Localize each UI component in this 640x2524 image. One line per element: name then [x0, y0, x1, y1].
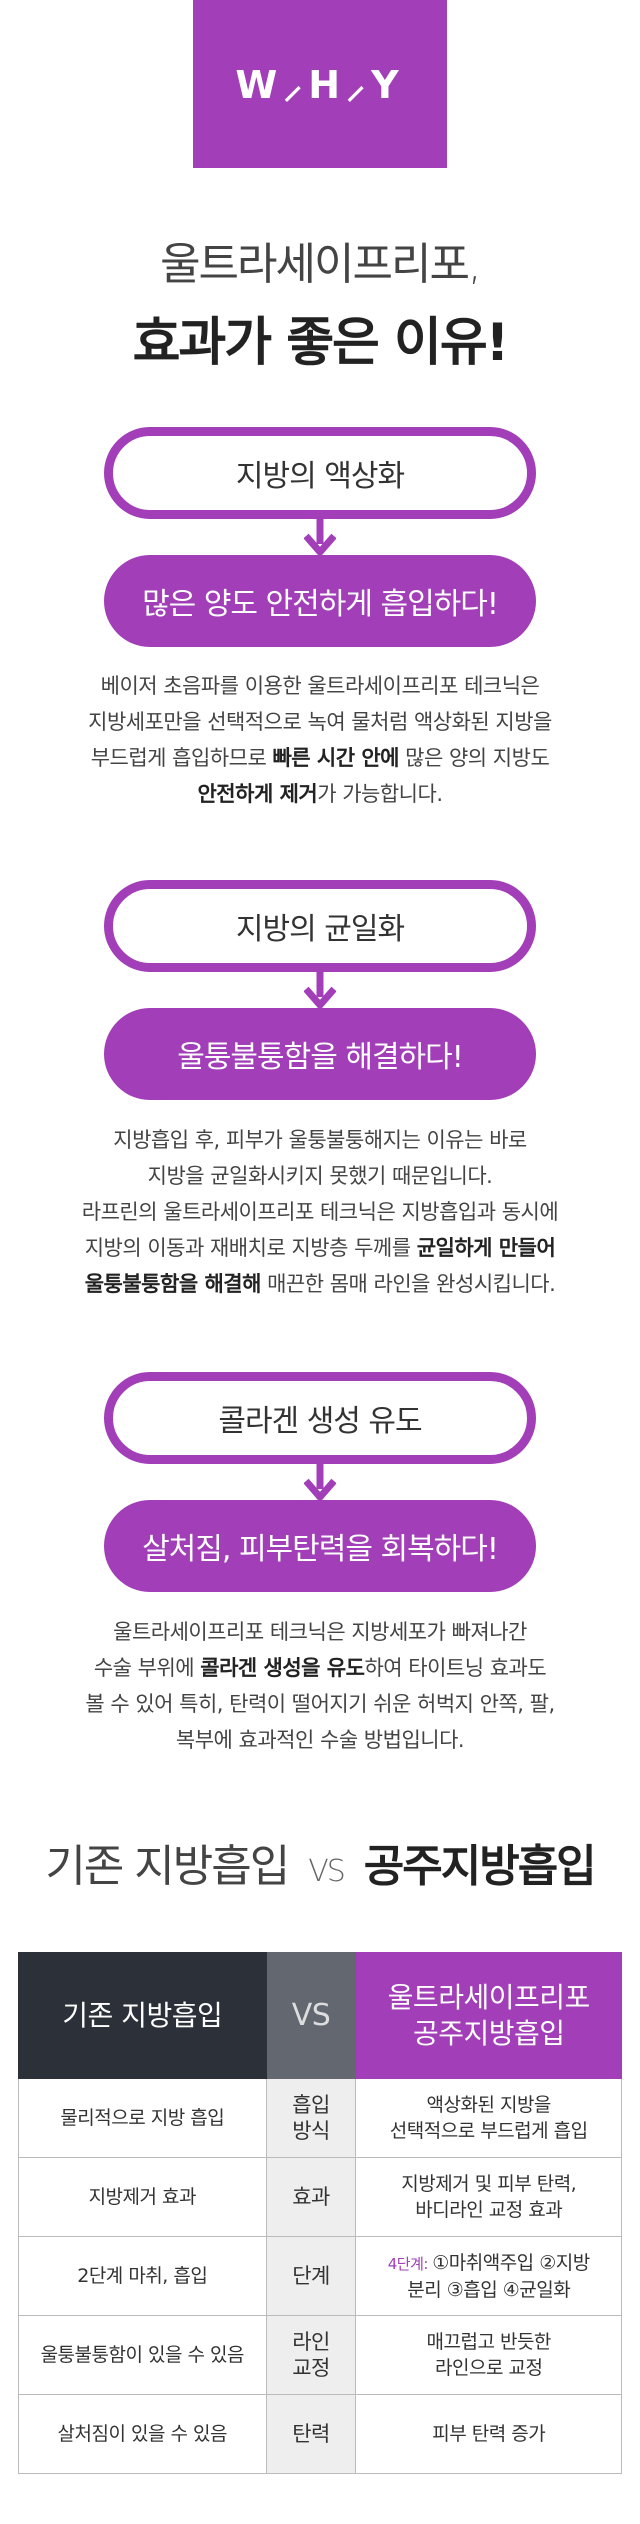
description-line: 울트라세이프리포 테크닉은 지방세포가 빠져나간 [20, 1614, 620, 1650]
table-header-row: 기존 지방흡입 VS 울트라세이프리포 공주지방흡입 [18, 1952, 622, 2079]
header-right-line2: 공주지방흡입 [412, 2016, 565, 2050]
description-text: 볼 수 있어 특히, 탄력이 떨어지기 쉬운 허벅지 안쪽, 팔, [85, 1692, 555, 1716]
why-badge: W⸝H⸝Y [193, 0, 447, 168]
header-left: 기존 지방흡입 [18, 1952, 267, 2079]
row-mid-text: 단계 [292, 2264, 330, 2288]
table-row: 지방제거 효과 효과 지방제거 및 피부 탄력, 바디라인 교정 효과 [18, 2157, 622, 2237]
why-badge-text: W⸝H⸝Y [235, 63, 405, 107]
section3-outline-pill: 콜라겐 생성 유도 [104, 1372, 536, 1464]
row-right-text: 라인으로 교정 [435, 2357, 543, 2379]
description-line: 부드럽게 흡입하므로 빠른 시간 안에 많은 양의 지방도 [20, 740, 620, 776]
description-text: 하여 타이트닝 효과도 [364, 1656, 547, 1680]
description-text: 지방세포만을 선택적으로 녹여 물처럼 액상화된 지방을 [88, 710, 552, 734]
row-right-text: 액상화된 지방을 [426, 2094, 552, 2116]
description-text: 많은 양의 지방도 [399, 746, 550, 770]
row-mid-text: 라인 [292, 2330, 330, 2354]
row-mid-text: 효과 [292, 2185, 330, 2209]
headline-line1: 울트라세이프리포, [160, 239, 482, 290]
row-left-cell: 지방제거 효과 [18, 2157, 267, 2237]
description-emphasis: 균일하게 만들어 [416, 1236, 556, 1260]
description-text: 가 가능합니다. [317, 782, 443, 806]
description-line: 베이저 초음파를 이용한 울트라세이프리포 테크닉은 [20, 668, 620, 704]
row-mid-text: 흡입 [292, 2093, 330, 2117]
row-mid-text: 방식 [292, 2119, 330, 2143]
description-line: 지방흡입 후, 피부가 울퉁불퉁해지는 이유는 바로 [20, 1122, 620, 1158]
description-text: 지방흡입 후, 피부가 울퉁불퉁해지는 이유는 바로 [113, 1128, 527, 1152]
description-line: 복부에 효과적인 수술 방법입니다. [20, 1722, 620, 1758]
row-left-cell: 울퉁불퉁함이 있을 수 있음 [18, 2315, 267, 2395]
table-row: 살처짐이 있을 수 있음 탄력 피부 탄력 증가 [18, 2394, 622, 2474]
description-line: 안전하게 제거가 가능합니다. [20, 776, 620, 812]
description-line: 라프린의 울트라세이프리포 테크닉은 지방흡입과 동시에 [20, 1194, 620, 1230]
row-mid-cell: 효과 [265, 2157, 357, 2237]
row-mid-cell: 단계 [265, 2236, 357, 2316]
row-right-text: 선택적으로 부드럽게 흡입 [389, 2120, 588, 2142]
header-vs: VS [265, 1952, 357, 2079]
description-text: 수술 부위에 [93, 1656, 201, 1680]
description-emphasis: 빠른 시간 안에 [272, 746, 399, 770]
description-line: 지방세포만을 선택적으로 녹여 물처럼 액상화된 지방을 [20, 704, 620, 740]
description-text: 울트라세이프리포 테크닉은 지방세포가 빠져나간 [113, 1620, 527, 1644]
description-line: 수술 부위에 콜라겐 생성을 유도하여 타이트닝 효과도 [20, 1650, 620, 1686]
compare-title: 기존 지방흡입 VS 공주지방흡입 [0, 1830, 640, 1894]
description-line: 지방을 균일화시키지 못했기 때문입니다. [20, 1158, 620, 1194]
row-right-text: 지방제거 및 피부 탄력, [401, 2173, 577, 2195]
description-text: 지방의 이동과 재배치로 지방층 두께를 [84, 1236, 417, 1260]
section1-outline-pill: 지방의 액상화 [104, 427, 536, 519]
row-right-text: 바디라인 교정 효과 [415, 2199, 563, 2221]
section1-filled-pill: 많은 양도 안전하게 흡입하다! [104, 555, 536, 647]
description-text: 지방을 균일화시키지 못했기 때문입니다. [147, 1164, 493, 1188]
description-text: 복부에 효과적인 수술 방법입니다. [175, 1728, 465, 1752]
row-right-text: ①마취액주입 ②지방 [432, 2251, 590, 2274]
description-emphasis: 안전하게 제거 [197, 782, 318, 806]
row-mid-text: 교정 [292, 2356, 330, 2380]
row-right-text: 매끄럽고 반듯한 [426, 2331, 552, 2353]
row-mid-cell: 탄력 [265, 2394, 357, 2474]
row-mid-text: 탄력 [292, 2422, 330, 2446]
row-right-cell: 지방제거 및 피부 탄력, 바디라인 교정 효과 [355, 2157, 622, 2237]
headline-line2: 효과가 좋은 이유! [132, 313, 510, 373]
description-emphasis: 콜라겐 생성을 유도 [200, 1656, 365, 1680]
description-text: 라프린의 울트라세이프리포 테크닉은 지방흡입과 동시에 [81, 1200, 559, 1224]
header-right-line1: 울트라세이프리포 [387, 1980, 591, 2014]
section3-arrow-icon [304, 1459, 336, 1503]
row-right-prefix: 4단계: [387, 2254, 433, 2273]
description-line: 볼 수 있어 특히, 탄력이 떨어지기 쉬운 허벅지 안쪽, 팔, [20, 1686, 620, 1722]
description-line: 지방의 이동과 재배치로 지방층 두께를 균일하게 만들어 [20, 1230, 620, 1266]
section3-filled-pill: 살처짐, 피부탄력을 회복하다! [104, 1500, 536, 1592]
row-left-cell: 2단계 마취, 흡입 [18, 2236, 267, 2316]
section2-filled-pill: 울퉁불퉁함을 해결하다! [104, 1008, 536, 1100]
description-text: 베이저 초음파를 이용한 울트라세이프리포 테크닉은 [100, 674, 540, 698]
row-right-text: 피부 탄력 증가 [432, 2423, 546, 2445]
compare-title-vs: VS [308, 1854, 346, 1889]
header-right: 울트라세이프리포 공주지방흡입 [355, 1952, 622, 2079]
description-line: 울퉁불퉁함을 해결해 매끈한 몸매 라인을 완성시킵니다. [20, 1266, 620, 1302]
section2-arrow-icon [304, 967, 336, 1011]
description-emphasis: 울퉁불퉁함을 해결해 [84, 1272, 262, 1296]
section1-arrow-icon [304, 514, 336, 558]
row-left-cell: 물리적으로 지방 흡입 [18, 2078, 267, 2158]
section2-outline-pill: 지방의 균일화 [104, 880, 536, 972]
row-right-cell: 피부 탄력 증가 [355, 2394, 622, 2474]
row-right-text: 분리 ③흡입 ④균일화 [407, 2278, 571, 2301]
description-text: 매끈한 몸매 라인을 완성시킵니다. [260, 1272, 556, 1296]
row-left-cell: 살처짐이 있을 수 있음 [18, 2394, 267, 2474]
compare-title-right: 공주지방흡입 [363, 1841, 597, 1892]
compare-title-left: 기존 지방흡입 [45, 1841, 290, 1892]
description-text: 부드럽게 흡입하므로 [90, 746, 273, 770]
